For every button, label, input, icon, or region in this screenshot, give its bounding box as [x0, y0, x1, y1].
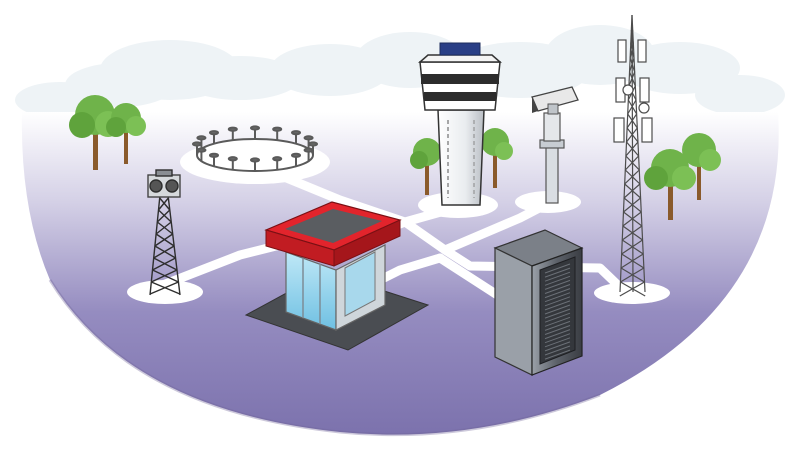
control-tower-icon	[418, 42, 502, 206]
guard-booth-icon	[244, 201, 430, 351]
cellular-tower-icon	[613, 14, 653, 297]
light-ring-icon	[192, 125, 318, 172]
siren-tower-icon	[147, 169, 181, 296]
tree-right-1	[644, 149, 696, 220]
clouds	[15, 25, 785, 118]
tree-left-2	[106, 103, 146, 164]
tree-right-2	[682, 133, 721, 200]
cctv-camera-icon	[531, 86, 579, 204]
server-rack-icon	[493, 229, 584, 376]
ground-shadow	[48, 279, 601, 437]
tree-tower-left	[410, 138, 441, 195]
tree-tower-right	[481, 128, 513, 188]
